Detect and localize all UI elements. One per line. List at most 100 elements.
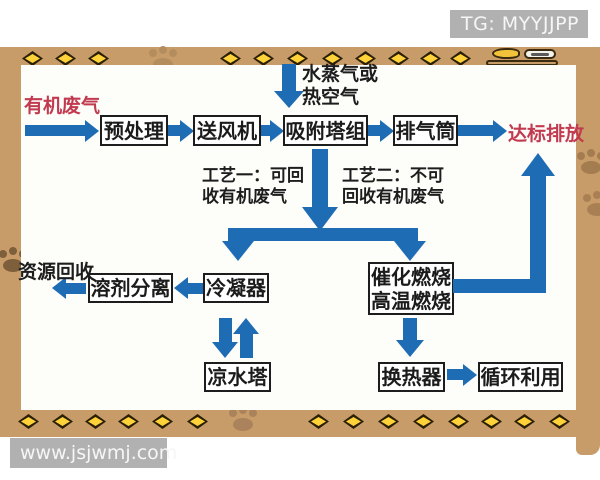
process1-line2: 收有机废气 [202,187,287,207]
box-pretreatment-label: 预处理 [104,118,164,143]
website-watermark-text: www.jsjwmj.com [20,442,178,464]
steam-label: 水蒸气或 热空气 [302,63,378,109]
diamond-ornament [388,51,409,66]
diamond-ornament [308,414,329,429]
box-heat-exchanger-label: 换热器 [381,365,442,389]
arrow-fan-adsorb [261,125,271,136]
arrow-resource-head [52,277,66,299]
diamond-ornament [220,51,241,66]
arrow-combustion-down [403,318,417,340]
diamond-ornament [514,414,535,429]
box-exhaust-stack-label: 排气筒 [395,118,456,143]
split-right-head [394,241,426,261]
dog-tag [524,49,556,59]
resource-recovery-label: 资源回收 [18,261,95,283]
box-pretreatment: 预处理 [100,115,168,146]
box-combustion-line2: 高温燃烧 [371,288,451,313]
box-cooling-tower: 凉水塔 [204,362,271,392]
arrow-pretreat-fan-head [180,120,194,142]
box-cooling-tower-label: 凉水塔 [207,365,268,389]
diamond-ornament [355,51,376,66]
process2-line1: 工艺二：不可 [342,166,444,186]
arrow-steam [282,64,296,91]
return-elbow-horizontal [453,279,543,293]
diamond-ornament [22,51,43,66]
website-watermark: www.jsjwmj.com [10,438,177,468]
box-solvent-separation-label: 溶剂分离 [90,276,171,300]
arrow-condenser-solvent [188,283,203,294]
process1-label: 工艺一：可回 收有机废气 [202,166,304,208]
arrow-pretreat-fan [168,125,180,136]
arrow-stack-compliant-head [493,120,507,142]
arrow-resource [66,283,86,294]
return-elbow-up-head [521,153,555,176]
arrow-cooling-up [240,334,253,358]
box-exhaust-stack: 排气筒 [393,115,458,146]
diamond-ornament [287,51,308,66]
process2-line2: 回收有机废气 [342,187,444,207]
dog-ornament [486,46,558,66]
box-blower-fan-label: 送风机 [197,118,257,143]
process2-label: 工艺二：不可 回收有机废气 [342,166,444,208]
telegram-watermark: TG: MYYJJPP [450,10,588,38]
diamond-ornament [481,414,502,429]
box-condenser: 冷凝器 [203,273,269,303]
box-combustion: 催化燃烧 高温燃烧 [368,262,454,315]
compliant-emission-label: 达标排放 [508,123,585,145]
box-solvent-separation: 溶剂分离 [88,273,173,303]
arrow-exchanger-recycle [447,369,463,380]
split-left-head [222,241,254,261]
diamond-ornament [322,51,343,66]
arrow-adsorb-stack-head [380,120,394,142]
diamond-ornament [450,51,471,66]
box-blower-fan: 送风机 [193,115,261,146]
input-gas-label: 有机废气 [24,95,101,117]
box-adsorption-towers: 吸附塔组 [283,115,368,146]
arrow-cooling-down-head [212,342,238,358]
arrow-adsorb-stack [368,125,380,136]
diamond-ornament [378,414,399,429]
paw-print-icon [228,407,258,431]
diamond-ornament [18,414,39,429]
arrow-adsorb-down-head [302,207,338,231]
arrow-steam-head [274,91,304,108]
arrow-cooling-up-head [233,318,259,334]
arrow-fan-adsorb-head [270,120,284,142]
diamond-ornament [52,414,73,429]
diamond-ornament [118,414,139,429]
split-bar [228,228,418,241]
process1-line1: 工艺一：可回 [202,166,304,186]
diamond-ornament [420,51,441,66]
box-combustion-line1: 催化燃烧 [371,264,451,289]
box-condenser-label: 冷凝器 [206,276,266,300]
diamond-ornament [85,414,106,429]
box-recycle: 循环利用 [478,362,563,392]
diamond-ornament [88,51,109,66]
arrow-condenser-solvent-head [174,277,188,299]
arrow-stack-compliant [458,125,493,136]
paw-print-icon [582,192,600,216]
arrow-combustion-down-head [396,340,424,357]
steam-label-line1: 水蒸气或 [302,63,379,85]
return-elbow-vertical [530,176,546,293]
arrow-exchanger-recycle-head [463,364,477,386]
box-recycle-label: 循环利用 [480,365,561,389]
diamond-ornament [343,414,364,429]
arrow-cooling-down [219,318,232,342]
diamond-ornament [448,414,469,429]
box-heat-exchanger: 换热器 [378,362,445,392]
diamond-ornament [187,414,208,429]
telegram-watermark-text: TG: MYYJJPP [461,13,579,35]
diamond-ornament [253,51,274,66]
dog-body [492,48,520,59]
arrow-input-head [85,120,99,142]
paw-print-icon [576,150,600,174]
arrow-adsorb-down [312,149,328,207]
steam-label-line2: 热空气 [302,86,360,108]
arrow-input [25,125,85,136]
diamond-ornament [549,414,570,429]
box-adsorption-towers-label: 吸附塔组 [285,118,366,143]
diamond-ornament [152,414,173,429]
diamond-ornament [413,414,434,429]
